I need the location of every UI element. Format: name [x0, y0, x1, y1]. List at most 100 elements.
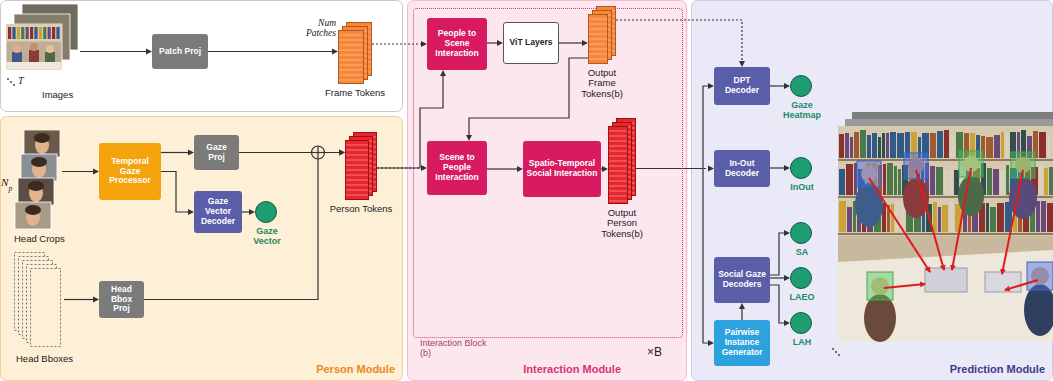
illustration-shape	[857, 161, 881, 187]
connector-line	[636, 86, 710, 169]
illustration-shape	[1006, 165, 1009, 195]
box-label: Gaze Vector Decoder	[197, 197, 239, 226]
illustration-shape	[1000, 170, 1005, 195]
illustration-shape	[878, 137, 881, 158]
illustration-shape	[589, 49, 607, 50]
illustration-shape	[938, 207, 941, 232]
illustration-shape	[883, 164, 886, 195]
illustration-shape	[936, 167, 943, 195]
illustration-shape	[882, 133, 885, 158]
illustration-shape	[948, 170, 953, 195]
token-caption: Output Person Tokens(b)	[601, 207, 643, 239]
illustration-shape	[339, 45, 363, 46]
arrow-head	[440, 70, 446, 76]
illustration-shape	[56, 27, 59, 39]
illustration-shape	[589, 24, 607, 25]
connector-arrow	[770, 83, 790, 89]
illustration-shape	[43, 27, 46, 39]
projection-box: Gaze Proj	[194, 135, 239, 170]
illustration-shape	[1036, 201, 1040, 232]
illustration	[338, 22, 372, 84]
decoder-box: DPT Decoder	[714, 67, 770, 105]
illustration-shape	[317, 146, 318, 159]
illustration-shape	[886, 133, 889, 158]
illustration-shape	[993, 169, 999, 195]
connector-line	[559, 42, 584, 43]
illustration-shape	[1041, 201, 1046, 232]
box-label: Scene to People Interaction	[430, 153, 484, 182]
illustration-shape	[609, 131, 627, 132]
interaction-box: Spatio-Temporal Social Interaction	[523, 141, 601, 197]
connector-arrow	[161, 150, 194, 156]
connector-arrow	[770, 275, 790, 281]
illustration-shape	[346, 185, 368, 186]
illustration-shape	[904, 153, 928, 179]
generator-box: Pairwise Instance Generator	[714, 320, 770, 366]
illustration-shape	[1, 117, 403, 381]
illustration-shape	[1024, 284, 1053, 336]
illustration-shape	[1047, 203, 1053, 232]
illustration-shape	[346, 180, 368, 181]
illustration-shape	[339, 40, 363, 41]
illustration-shape	[864, 294, 896, 342]
illustration-shape	[46, 45, 54, 53]
box-label: Head Bbox Proj	[102, 285, 141, 314]
interaction-box: People to Scene Interaction	[427, 18, 487, 70]
arrow-head	[332, 49, 338, 55]
connector-arrow	[636, 83, 714, 169]
output-caption-holder: Gaze Vector	[247, 227, 287, 247]
illustration-shape	[894, 166, 897, 195]
picture-caption: Images	[42, 89, 73, 100]
illustration-shape	[589, 39, 607, 40]
illustration-shape	[589, 44, 607, 45]
output-caption: Gaze Heatmap	[783, 100, 821, 120]
illustration-shape	[985, 272, 1021, 292]
illustration-shape	[589, 59, 607, 60]
illustration-shape	[609, 196, 627, 197]
illustration-shape	[6, 24, 62, 70]
connector-arrow	[770, 230, 790, 275]
picture-caption-holder: Images	[42, 90, 92, 100]
box-label: Patch Proj	[159, 47, 201, 57]
illustration-shape	[1049, 167, 1053, 195]
connector-line	[770, 233, 786, 275]
illustration-shape	[1, 1, 403, 112]
illustration-shape	[832, 348, 834, 350]
illustration-shape	[997, 203, 1004, 232]
connector-arrow	[559, 40, 588, 46]
illustration-shape	[18, 178, 54, 205]
input-images: Images	[6, 4, 80, 74]
illustration-shape	[8, 27, 11, 39]
token-stack: Output Person Tokens(b)	[608, 118, 636, 204]
output-caption-holder: Gaze Heatmap	[778, 101, 826, 121]
illustration-shape	[339, 35, 363, 36]
illustration-shape	[954, 170, 959, 195]
illustration-shape	[13, 45, 21, 53]
illustration-shape	[609, 176, 627, 177]
connector-line	[770, 85, 786, 86]
output-circle: Gaze Vector	[255, 201, 277, 223]
output-caption-holder: LAH	[782, 338, 822, 348]
illustration-shape	[944, 130, 949, 158]
picture-caption-holder: Head Bboxes	[16, 354, 86, 364]
module-title: Person Module	[316, 363, 395, 375]
illustration-shape	[1039, 132, 1046, 158]
projection-box: Head Bbox Proj	[99, 281, 144, 318]
illustration-shape	[48, 27, 51, 39]
picture-caption: Head Bboxes	[16, 353, 73, 364]
connector-line	[636, 169, 710, 344]
token-caption: Output Frame Tokens(b)	[581, 67, 623, 99]
illustration-shape	[860, 130, 866, 158]
connector-arrow	[770, 285, 790, 326]
illustration-shape	[869, 178, 930, 272]
picture-caption: Head Crops	[14, 233, 65, 244]
connector-arrow	[144, 150, 345, 300]
illustration-shape	[1044, 168, 1048, 195]
connector-arrow	[487, 40, 503, 46]
illustration-shape	[39, 27, 42, 39]
illustration-shape	[346, 165, 368, 166]
repeat-count-holder: ×B	[647, 345, 662, 359]
illustration-shape	[949, 201, 954, 232]
illustration-shape	[925, 268, 967, 292]
illustration-shape	[609, 201, 627, 202]
